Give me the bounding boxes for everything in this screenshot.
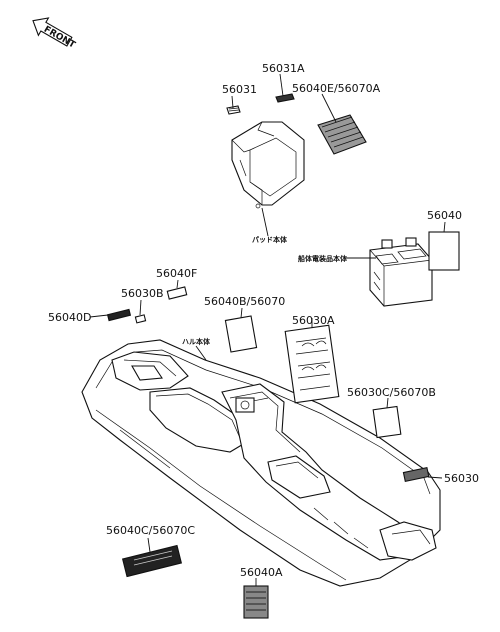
label-56031: 56031: [222, 83, 257, 96]
note-pad: パッド本体: [252, 235, 288, 244]
leader-56040C: [147, 537, 151, 553]
leader-56040F: [176, 279, 179, 289]
label-56040F: 56040F: [156, 267, 197, 280]
label-56040B-56070: 56040B/56070: [204, 295, 285, 308]
leader-56031: [231, 95, 234, 109]
leader-pad: [261, 207, 269, 237]
decal-56040E: [317, 114, 367, 155]
decal-56030A: [284, 324, 340, 404]
decal-56030: [402, 466, 430, 483]
note-hull: ハル本体: [182, 337, 211, 346]
decal-56031: [226, 105, 241, 115]
label-56040E-56070A: 56040E/56070A: [292, 82, 381, 95]
decal-56030B: [134, 314, 147, 324]
label-56040C-56070C: 56040C/56070C: [106, 524, 195, 537]
label-56030B: 56030B: [121, 287, 164, 300]
leader-56030B: [139, 299, 142, 316]
front-direction-arrow: FRONT: [32, 17, 77, 51]
label-56030C-56070B: 56030C/56070B: [347, 386, 436, 399]
leader-hull: [195, 345, 207, 361]
leader-56040B: [240, 307, 243, 319]
decal-56040C: [121, 544, 183, 578]
hull-part: [81, 339, 441, 587]
decal-56040: [428, 231, 460, 271]
leader-56040D: [89, 314, 109, 318]
leader-56040: [443, 221, 446, 233]
decal-56040D: [106, 308, 132, 322]
decal-56040F: [166, 286, 188, 300]
label-56040A: 56040A: [240, 566, 283, 579]
label-56040: 56040: [427, 209, 462, 222]
decal-56040B: [224, 315, 258, 353]
pad-cover-part: [231, 121, 305, 209]
label-56031A: 56031A: [262, 62, 305, 75]
label-56040D: 56040D: [48, 311, 91, 324]
label-56030: 56030: [444, 472, 479, 485]
decal-56040A: [243, 585, 269, 619]
note-battery: 船体電装品本体: [298, 254, 348, 263]
leader-56031A: [279, 73, 284, 97]
decal-56031A: [275, 93, 295, 103]
leader-56030C: [386, 397, 389, 409]
decal-56030C: [372, 405, 402, 439]
leader-56030: [427, 476, 443, 479]
label-56030A: 56030A: [292, 314, 335, 327]
leader-56040E: [321, 93, 337, 123]
battery-box-part: [369, 237, 433, 307]
